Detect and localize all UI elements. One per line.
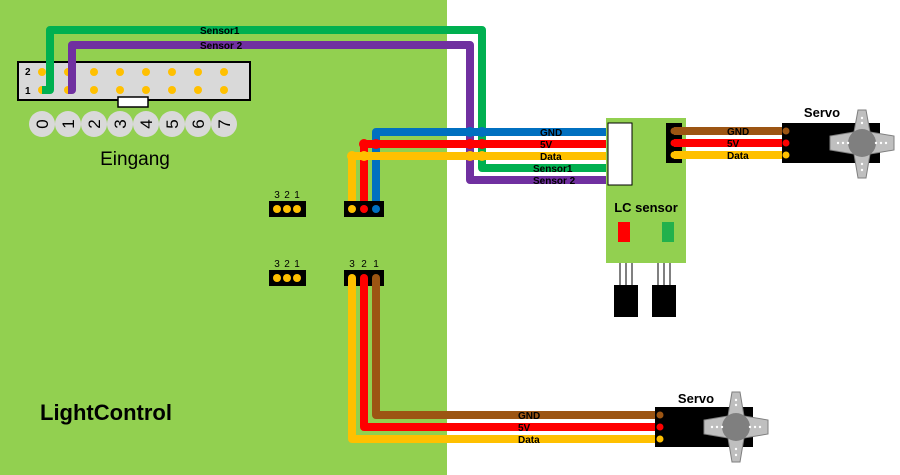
input-number-7: 7	[215, 119, 234, 128]
servo-top-data-label: Data	[727, 151, 749, 162]
pin-label-2: 2	[361, 259, 367, 270]
input-number-0: 0	[33, 119, 52, 128]
pin-label-3: 3	[274, 259, 280, 270]
input-number-circles	[29, 111, 237, 137]
green-led	[662, 222, 674, 242]
bus-5v-label: 5V	[540, 140, 553, 151]
servo-bottom-data-label: Data	[518, 435, 540, 446]
servo-top-gnd-label: GND	[727, 127, 749, 138]
servo-bottom: Servo	[655, 391, 769, 463]
servo-bottom-5v-label: 5V	[518, 423, 531, 434]
bus-data-label: Data	[540, 152, 562, 163]
pin-label-1: 1	[294, 259, 300, 270]
pin-label-2: 2	[284, 190, 290, 201]
servo-shaft	[848, 129, 876, 157]
lc-sensor-title: LC sensor	[614, 200, 678, 215]
header-lower-pins	[348, 274, 380, 282]
bus-sensor2-label: Sensor 2	[533, 176, 576, 187]
lc-sensor: LC sensor	[606, 118, 686, 317]
pin-label-1: 1	[373, 259, 379, 270]
header-left-lower: 3 2 1	[269, 259, 306, 286]
input-number-6: 6	[189, 119, 208, 128]
bus-sensor1-label: Sensor1	[533, 164, 573, 175]
servo-top: Servo	[782, 105, 895, 179]
servo-bottom-data-wire	[348, 278, 662, 443]
red-led	[618, 222, 630, 242]
servo-bottom-title: Servo	[678, 391, 714, 406]
gnd-wire-bus	[372, 128, 622, 208]
header-left-upper: 3 2 1	[269, 190, 306, 217]
servo-shaft	[722, 413, 750, 441]
sensor1-wire	[42, 26, 622, 172]
pin-label-2: 2	[284, 259, 290, 270]
connector-row-label-1: 1	[25, 86, 31, 97]
input-number-2: 2	[85, 119, 104, 128]
servo-bottom-gnd-label: GND	[518, 411, 540, 422]
board-title: LightControl	[40, 400, 172, 425]
input-number-4: 4	[137, 119, 156, 128]
sensor2-wire	[68, 41, 622, 184]
input-number-3: 3	[111, 119, 130, 128]
sensor2-top-label: Sensor 2	[200, 41, 243, 52]
input-number-5: 5	[163, 119, 182, 128]
crossing-dots	[347, 127, 487, 161]
input-number-1: 1	[59, 119, 78, 128]
servo-top-5v-label: 5V	[727, 139, 740, 150]
pin-label-3: 3	[274, 190, 280, 201]
servo-bottom-5v-wire	[360, 278, 662, 431]
input-connector: 2 1	[17, 61, 251, 108]
sensor1-top-label: Sensor1	[200, 26, 240, 37]
connector-row-label-2: 2	[25, 67, 31, 78]
pin-label-1: 1	[294, 190, 300, 201]
servo-top-title: Servo	[804, 105, 840, 120]
header-right-upper	[344, 201, 384, 217]
pin-label-3: 3	[349, 259, 355, 270]
input-label: Eingang	[100, 149, 170, 170]
light-sensor-1	[614, 285, 638, 317]
bus-gnd-label: GND	[540, 128, 562, 139]
servo-bottom-gnd-wire	[372, 278, 662, 419]
light-sensor-2	[652, 285, 676, 317]
